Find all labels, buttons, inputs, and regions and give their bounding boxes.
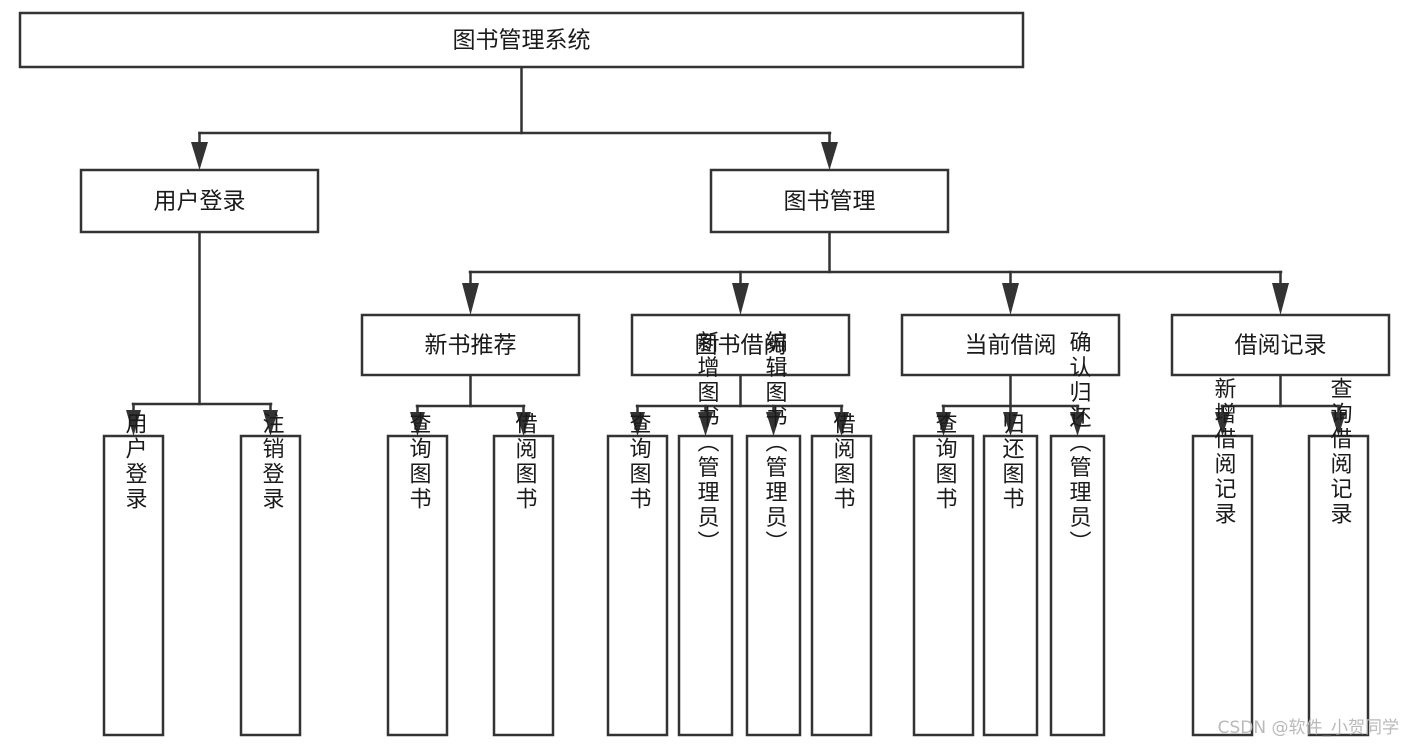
node-user-login[interactable]: 用户登录 xyxy=(79,168,320,234)
leaf-query-book-2[interactable]: 查询图书 xyxy=(606,412,669,737)
leaf-return-book-box[interactable] xyxy=(982,434,1039,737)
leaf-query-record-box[interactable] xyxy=(1307,434,1370,737)
node-borrow-record-box[interactable] xyxy=(1170,313,1391,377)
arrow-head-leaf-user-login xyxy=(126,410,141,436)
leaf-user-login-label: 用户登录 xyxy=(122,412,148,512)
node-book-borrow-box[interactable] xyxy=(630,313,851,377)
arrow-head-borrow-record xyxy=(1272,283,1289,315)
arrow-head-leaf-borrow-book-2 xyxy=(834,412,849,436)
arrow-head-leaf-borrow-book-1 xyxy=(516,412,531,436)
leaf-add-record[interactable]: 新增借阅记录 xyxy=(1191,377,1254,737)
leaf-add-record-box[interactable] xyxy=(1191,434,1254,737)
leaf-borrow-book-1-label: 借阅图书 xyxy=(512,412,538,512)
node-new-book-recommend-box[interactable] xyxy=(360,313,581,377)
leaf-add-record-label: 新增借阅记录 xyxy=(1211,377,1237,527)
leaf-query-record-label: 查询借阅记录 xyxy=(1327,377,1353,527)
leaf-logout-login[interactable]: 注销登录 xyxy=(239,412,302,737)
leaf-add-book-box[interactable] xyxy=(677,434,734,737)
leaf-query-book-3[interactable]: 查询图书 xyxy=(912,412,975,737)
arrow-head-book-borrow xyxy=(732,283,749,315)
arrow-head-current-borrow xyxy=(1002,283,1019,315)
node-current-borrow-label: 当前借阅 xyxy=(965,333,1057,359)
node-book-manage-label: 图书管理 xyxy=(784,189,876,215)
node-book-manage[interactable]: 图书管理 xyxy=(709,168,950,234)
leaf-user-login-box[interactable] xyxy=(102,434,165,737)
arrow-head-leaf-query-book-3 xyxy=(936,412,951,436)
leaf-query-book-3-box[interactable] xyxy=(912,434,975,737)
leaf-edit-book-box[interactable] xyxy=(745,434,802,737)
leaf-edit-book[interactable]: 编辑图书（管理员） xyxy=(745,331,802,737)
arrow-head-leaf-return-book xyxy=(1003,412,1018,436)
leaf-confirm-return-label: 确认归还（管理员） xyxy=(1066,331,1092,556)
leaf-borrow-book-2[interactable]: 借阅图书 xyxy=(810,412,873,737)
arrow-head-leaf-add-record xyxy=(1215,412,1230,436)
arrow-head-user-login xyxy=(191,142,208,170)
leaf-query-record[interactable]: 查询借阅记录 xyxy=(1307,377,1370,737)
node-current-borrow[interactable]: 当前借阅 xyxy=(900,313,1121,377)
node-borrow-record[interactable]: 借阅记录 xyxy=(1170,313,1391,377)
node-user-login-box[interactable] xyxy=(79,168,320,234)
csdn-watermark: CSDN @软件_小贺同学 xyxy=(1218,718,1399,738)
leaf-query-book-1-box[interactable] xyxy=(386,434,449,737)
leaf-query-book-1-label: 查询图书 xyxy=(406,412,432,512)
leaf-query-book-3-label: 查询图书 xyxy=(932,412,958,512)
node-root-label: 图书管理系统 xyxy=(453,28,591,54)
node-book-borrow-label: 图书借阅 xyxy=(695,333,787,359)
leaf-return-book[interactable]: 归还图书 xyxy=(982,412,1039,737)
leaf-query-book-1[interactable]: 查询图书 xyxy=(386,412,449,737)
arrow-head-leaf-query-book-2 xyxy=(630,412,645,436)
node-book-manage-box[interactable] xyxy=(709,168,950,234)
node-root-box[interactable] xyxy=(18,11,1025,69)
leaf-add-book-label: 新增图书（管理员） xyxy=(694,331,720,556)
arrow-head-leaf-query-record xyxy=(1331,412,1346,436)
leaf-return-book-label: 归还图书 xyxy=(999,412,1025,512)
leaf-borrow-book-2-label: 借阅图书 xyxy=(830,412,856,512)
leaf-confirm-return[interactable]: 确认归还（管理员） xyxy=(1049,331,1106,737)
leaf-borrow-book-1-box[interactable] xyxy=(492,434,555,737)
connector-layer xyxy=(126,65,1346,436)
leaf-borrow-book-2-box[interactable] xyxy=(810,434,873,737)
arrow-head-leaf-query-book-1 xyxy=(410,412,425,436)
arrow-head-leaf-edit-book xyxy=(766,412,781,436)
leaf-edit-book-label: 编辑图书（管理员） xyxy=(762,331,788,556)
arrow-head-leaf-confirm-return xyxy=(1070,412,1085,436)
node-new-book-recommend-label: 新书推荐 xyxy=(425,333,517,359)
node-book-borrow[interactable]: 图书借阅 xyxy=(630,313,851,377)
arrow-head-book-manage xyxy=(821,142,838,170)
leaf-user-login[interactable]: 用户登录 xyxy=(102,412,165,737)
leaf-query-book-2-label: 查询图书 xyxy=(626,412,652,512)
arrow-head-new-book-recommend xyxy=(462,283,479,315)
leaf-borrow-book-1[interactable]: 借阅图书 xyxy=(492,412,555,737)
node-user-login-label: 用户登录 xyxy=(154,189,246,215)
leaf-logout-login-box[interactable] xyxy=(239,434,302,737)
leaf-query-book-2-box[interactable] xyxy=(606,434,669,737)
node-new-book-recommend[interactable]: 新书推荐 xyxy=(360,313,581,377)
leaf-logout-login-label: 注销登录 xyxy=(259,412,285,512)
arrow-head-leaf-add-book xyxy=(698,412,713,436)
node-root[interactable]: 图书管理系统 xyxy=(18,11,1025,69)
leaf-confirm-return-box[interactable] xyxy=(1049,434,1106,737)
node-current-borrow-box[interactable] xyxy=(900,313,1121,377)
node-borrow-record-label: 借阅记录 xyxy=(1235,333,1327,359)
arrow-head-leaf-logout-login xyxy=(263,410,278,436)
leaf-add-book[interactable]: 新增图书（管理员） xyxy=(677,331,734,737)
